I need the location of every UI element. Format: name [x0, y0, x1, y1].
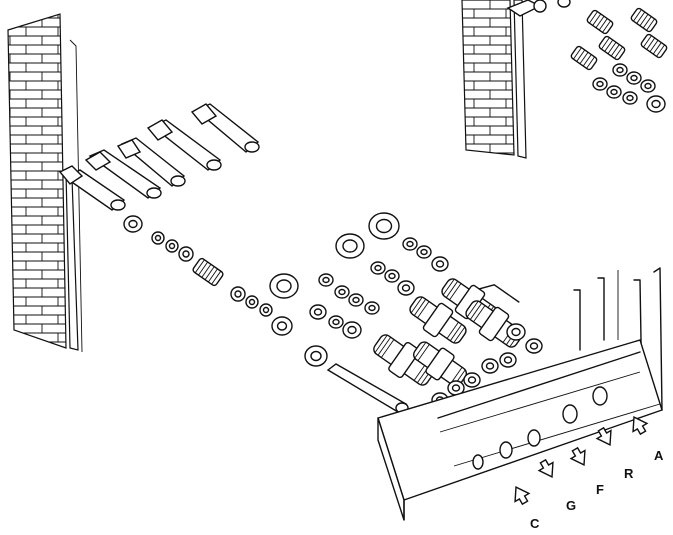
left-brick-wall [7, 13, 83, 353]
valve-4 [373, 334, 435, 386]
wall-pipes [58, 103, 260, 211]
inset-brick-wall [461, 0, 527, 159]
valve-group [373, 278, 543, 408]
inlet-label-r: R [624, 466, 634, 481]
arrow-g [537, 458, 554, 479]
inlet-label-a: A [654, 448, 664, 463]
fitting-cluster-center [269, 212, 449, 367]
inlet-label-f: F [596, 482, 604, 497]
inlet-arrows: C G F R A [514, 415, 664, 531]
inlet-label-c: C [530, 516, 540, 531]
valve-5 [412, 341, 468, 387]
inlet-label-g: G [566, 498, 576, 513]
inset-fittings [506, 0, 668, 113]
valve-3 [409, 296, 467, 344]
fitting-row-1 [123, 215, 293, 336]
arrow-c [514, 485, 531, 506]
appliance-box [377, 267, 663, 521]
arrow-r [595, 426, 612, 447]
arrow-f [569, 446, 586, 467]
arrow-a [632, 415, 649, 436]
